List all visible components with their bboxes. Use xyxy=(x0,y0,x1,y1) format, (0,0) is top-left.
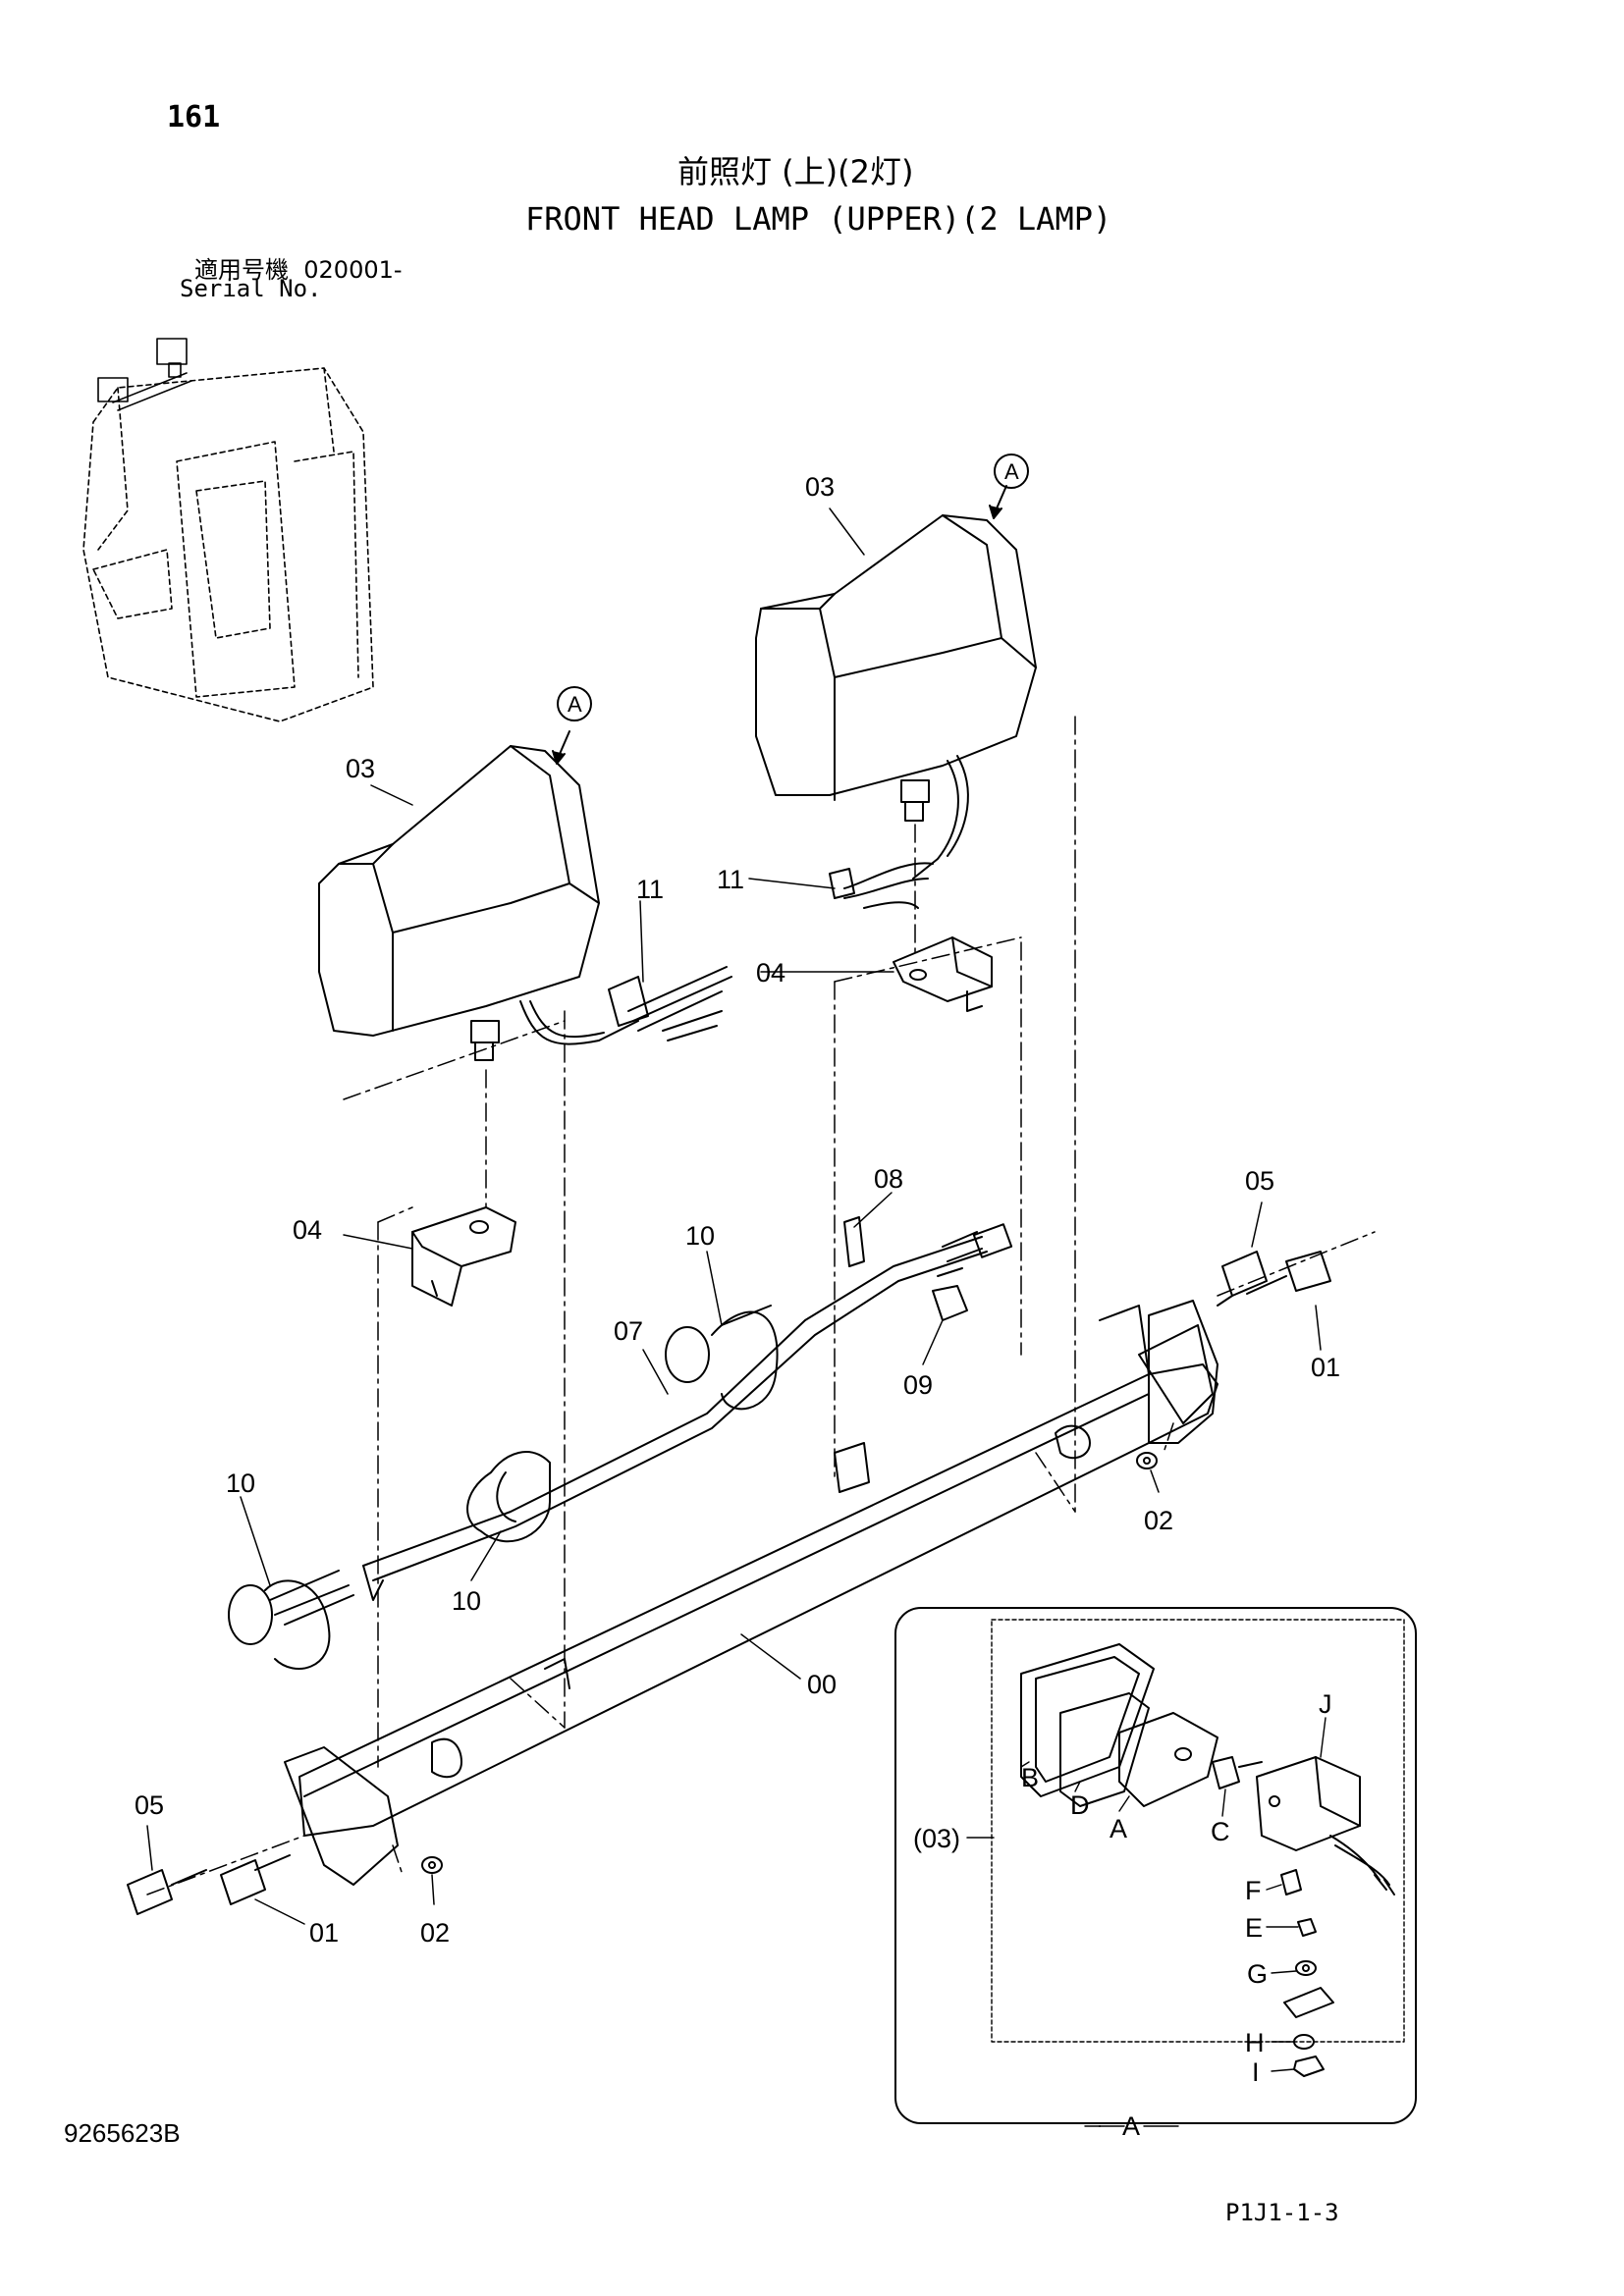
wire-harness-07 xyxy=(362,1236,988,1601)
part-label-08: 08 xyxy=(874,1164,903,1194)
detail-letter-e: E xyxy=(1245,1913,1263,1943)
detail-ref-label: (03) xyxy=(913,1824,960,1853)
detail-letter-a: A xyxy=(1110,1814,1127,1843)
part-label-09: 09 xyxy=(903,1370,933,1400)
washer-02-left xyxy=(421,1856,443,1874)
callout-a-labels: A A xyxy=(568,459,1019,717)
bracket-04-left xyxy=(411,1206,516,1307)
part-label-05-right: 05 xyxy=(1245,1166,1274,1196)
part-label-11-left: 11 xyxy=(636,875,664,904)
connector-08 xyxy=(843,1216,1013,1267)
serial-no-label: Serial No. xyxy=(180,275,322,302)
bolt-01-left xyxy=(220,1854,291,1905)
head-lamp-left xyxy=(318,745,639,1061)
detail-letter-j: J xyxy=(1319,1689,1332,1719)
band-10-lower xyxy=(228,1570,354,1670)
part-label-07: 07 xyxy=(614,1316,643,1346)
part-label-01-left: 01 xyxy=(309,1918,339,1948)
callout-a-arrows xyxy=(552,454,1029,765)
bolt-01-right xyxy=(1246,1251,1331,1295)
assembly-guide-lines xyxy=(146,716,1376,1896)
bolt-05-right xyxy=(1217,1251,1268,1307)
part-label-10-lower: 10 xyxy=(226,1468,255,1498)
part-label-04-left: 04 xyxy=(293,1215,322,1245)
mounting-rail-00 xyxy=(284,1305,1218,1886)
cab-roof-lamps-thumbnail xyxy=(97,338,192,411)
detail-view-a xyxy=(894,1607,1417,2127)
callout-a-right: A xyxy=(1004,459,1019,484)
detail-letter-f: F xyxy=(1245,1876,1262,1905)
bolt-05-left xyxy=(127,1869,207,1915)
serial-range-label: 適用号機 020001- xyxy=(194,256,403,284)
detail-labels: (03) A B D A C J F E G H I xyxy=(913,1689,1332,2141)
part-label-03-left: 03 xyxy=(346,754,375,783)
cab-location-thumbnail xyxy=(82,367,374,722)
band-10-middle xyxy=(466,1451,551,1543)
band-10-upper xyxy=(665,1305,779,1411)
washer-02-right xyxy=(1136,1452,1158,1469)
part-label-02-right: 02 xyxy=(1144,1506,1173,1535)
bolt-09 xyxy=(932,1267,968,1321)
page-title: FRONT HEAD LAMP (UPPER)(2 LAMP) xyxy=(525,200,1112,238)
detail-letter-g: G xyxy=(1247,1959,1268,1989)
part-label-01-right: 01 xyxy=(1311,1353,1340,1382)
bracket-04-right xyxy=(893,936,993,1012)
detail-letter-i: I xyxy=(1252,2057,1260,2087)
head-lamp-right xyxy=(755,514,1037,880)
part-label-04-right: 04 xyxy=(756,958,785,988)
wire-clamp-11-right xyxy=(829,862,934,909)
wire-clamp-11-left xyxy=(608,966,732,1041)
leader-lines xyxy=(146,507,1322,1925)
part-label-05-left: 05 xyxy=(135,1790,164,1820)
callout-a-left: A xyxy=(568,692,582,717)
detail-letter-h: H xyxy=(1245,2028,1265,2057)
page-title-japanese: 前照灯 (上)(2灯) xyxy=(677,153,914,190)
detail-caption: A xyxy=(1122,2111,1140,2141)
part-label-00: 00 xyxy=(807,1670,837,1699)
part-label-10-upper: 10 xyxy=(685,1221,715,1251)
drawing-number: 9265623B xyxy=(64,2118,181,2148)
detail-letter-d: D xyxy=(1070,1790,1090,1820)
part-number-labels: 03 03 11 11 04 04 08 10 07 09 05 01 02 1… xyxy=(135,472,1340,1948)
page-code: P1J1-1-3 xyxy=(1225,2199,1339,2226)
page-number: 161 xyxy=(167,100,221,134)
detail-letter-b: B xyxy=(1021,1763,1039,1792)
detail-letter-c: C xyxy=(1211,1817,1230,1846)
part-label-02-left: 02 xyxy=(420,1918,450,1948)
part-label-10-middle: 10 xyxy=(452,1586,481,1616)
end-plate-right xyxy=(1148,1300,1218,1444)
part-label-11-right: 11 xyxy=(717,865,744,894)
part-label-03-right: 03 xyxy=(805,472,835,502)
